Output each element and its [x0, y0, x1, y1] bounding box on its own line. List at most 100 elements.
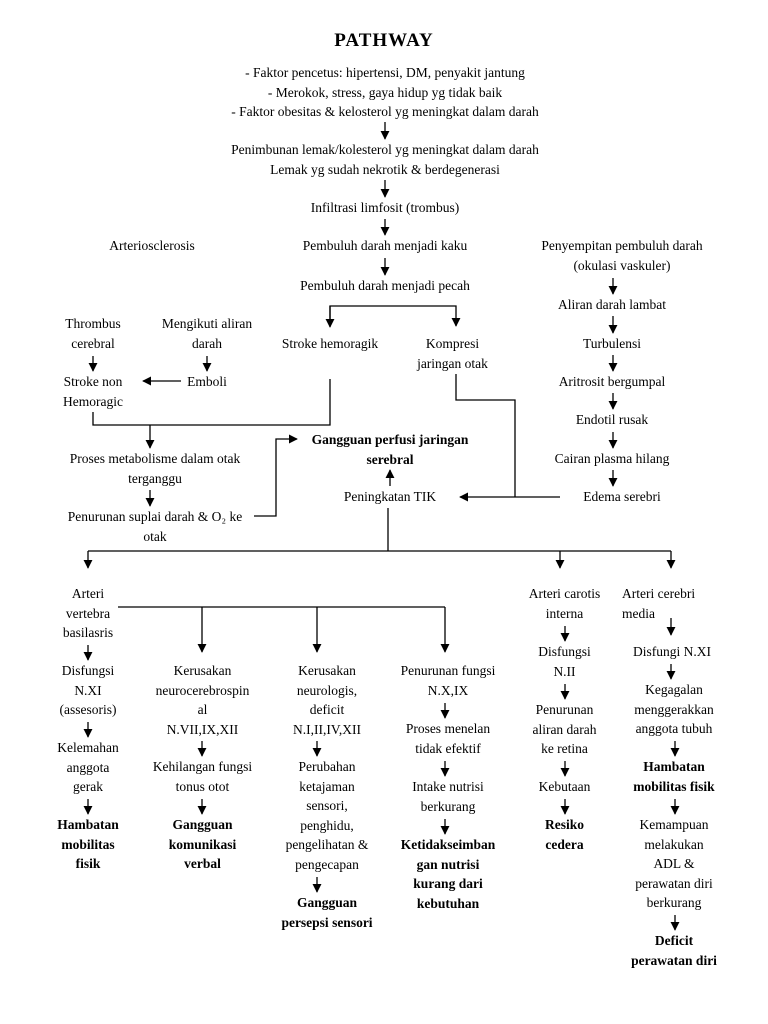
- node-line: Kemampuan: [639, 817, 709, 832]
- node-line: Arteri: [71, 586, 105, 601]
- node-line: Hemoragic: [63, 393, 123, 409]
- node-peningkatan-tik: Peningkatan TIK: [343, 489, 437, 504]
- node-line: Gangguan: [172, 817, 233, 832]
- node-line: ADL &: [653, 856, 695, 871]
- node-edema: Edema serebri: [583, 489, 661, 504]
- node-penurunan-suplai: Penurunan suplai darah & O₂ ke otak: [40, 507, 270, 546]
- node-emboli: Emboli: [187, 374, 227, 389]
- node-arteri-carotis: Arteri carotis interna: [512, 584, 617, 623]
- node-line: Kegagalan: [645, 682, 703, 697]
- node-line: menggerakkan: [634, 701, 714, 717]
- node-disfungsi-nii: Disfungsi N.II: [512, 642, 617, 681]
- node-line: gan nutrisi: [416, 856, 480, 872]
- node-kelemahan: Kelemahan anggota gerak: [38, 738, 138, 797]
- node-line: N.I,II,IV,XII: [293, 721, 361, 737]
- node-line: N.VII,IX,XII: [166, 721, 239, 737]
- node-line: berkurang: [646, 895, 702, 910]
- node-line: Perubahan: [298, 759, 356, 774]
- node-line: cerebral: [71, 335, 115, 351]
- node-line: (okulasi vaskuler): [573, 257, 671, 273]
- factor-line: - Faktor pencetus: hipertensi, DM, penya…: [245, 65, 525, 80]
- node-kemampuan-adl: Kemampuan melakukan ADL & perawatan diri…: [612, 815, 736, 913]
- node-kehilangan-fungsi: Kehilangan fungsi tonus otot: [140, 757, 265, 796]
- node-turbulensi: Turbulensi: [582, 336, 641, 351]
- node-line: penghidu,: [300, 817, 354, 833]
- node-line: tidak efektif: [415, 740, 481, 756]
- node-line: Disfungsi: [538, 644, 591, 659]
- node-line: Ketidakseimban: [400, 837, 496, 852]
- node-line: neurologis,: [296, 682, 358, 698]
- node-line: komunikasi: [168, 836, 237, 852]
- node-arteri-vertebra: Arteri vertebra basilasris: [38, 584, 138, 643]
- node-line: N.XI: [74, 682, 102, 698]
- node-aritrosit: Aritrosit bergumpal: [558, 374, 666, 389]
- node-line: Hambatan: [57, 817, 119, 832]
- node-line: darah: [192, 335, 222, 351]
- node-line: pengelihatan &: [285, 837, 369, 852]
- node-penimbunan: Penimbunan lemak/kolesterol yg meningkat…: [150, 140, 620, 179]
- node-line: Lemak yg sudah nekrotik & berdegenerasi: [270, 161, 500, 177]
- node-line: kebutuhan: [416, 895, 480, 911]
- node-line: berkurang: [420, 798, 476, 814]
- node-line: pengecapan: [295, 856, 359, 872]
- factor-line: - Faktor obesitas & kelosterol yg mening…: [231, 104, 539, 119]
- node-intake-nutrisi: Intake nutrisi berkurang: [388, 777, 508, 816]
- node-kegagalan: Kegagalan menggerakkan anggota tubuh: [612, 680, 736, 739]
- node-line: media: [622, 605, 655, 621]
- node-line: serebral: [366, 451, 414, 467]
- node-line: Deficit: [654, 933, 694, 948]
- node-line: perawatan diri: [635, 875, 713, 891]
- node-line: ketajaman: [299, 778, 355, 794]
- node-line: sensori,: [306, 798, 348, 813]
- node-line: Disfungsi: [61, 663, 115, 678]
- node-line: N.II: [553, 663, 576, 679]
- node-line: Mengikuti aliran: [161, 316, 253, 331]
- node-line: Proses menelan: [405, 721, 491, 736]
- node-line: basilasris: [62, 625, 114, 640]
- node-line: cedera: [545, 836, 584, 852]
- page-title: PATHWAY: [334, 30, 434, 51]
- node-line: verbal: [184, 856, 221, 871]
- node-kerusakan-neurocerebrospinal: Kerusakan neurocerebrospin al N.VII,IX,X…: [140, 661, 265, 739]
- node-line: interna: [545, 605, 584, 621]
- node-stroke-non-hemoragic: Stroke non Hemoragic: [43, 372, 143, 411]
- node-line: melakukan: [644, 836, 704, 852]
- node-line: anggota tubuh: [635, 721, 713, 736]
- node-pembuluh-pecah: Pembuluh darah menjadi pecah: [300, 278, 470, 293]
- node-line: aliran darah: [532, 721, 597, 737]
- node-line: vertebra: [65, 605, 111, 621]
- node-metabolisme: Proses metabolisme dalam otak terganggu: [40, 449, 270, 488]
- node-kerusakan-neurologis: Kerusakan neurologis, deficit N.I,II,IV,…: [268, 661, 386, 739]
- node-perubahan-ketajaman: Perubahan ketajaman sensori, penghidu, p…: [268, 757, 386, 874]
- outcome-resiko-cedera: Resiko cedera: [512, 815, 617, 854]
- node-kebutaan: Kebutaan: [538, 779, 591, 794]
- node-line: ke retina: [541, 741, 588, 756]
- node-line: Hambatan: [643, 759, 705, 774]
- node-line: N.X,IX: [427, 682, 469, 698]
- node-line: persepsi sensori: [281, 914, 373, 930]
- node-line: Gangguan perfusi jaringan: [311, 432, 469, 447]
- node-line: Kehilangan fungsi: [152, 759, 253, 774]
- node-infiltrasi: Infiltrasi limfosit (trombus): [310, 200, 460, 215]
- outcome-ketidakseimbangan-nutrisi: Ketidakseimban gan nutrisi kurang dari k…: [388, 835, 508, 913]
- node-thrombus: Thrombus cerebral: [48, 314, 138, 353]
- node-line: Penurunan suplai darah & O₂ ke: [67, 509, 243, 524]
- node-hambatan-mobilitas-2: Hambatan mobilitas fisik: [612, 757, 736, 796]
- node-penurunan-aliran-retina: Penurunan aliran darah ke retina: [512, 700, 617, 759]
- node-line: Penimbunan lemak/kolesterol yg meningkat…: [231, 142, 539, 157]
- node-cairan-plasma: Cairan plasma hilang: [554, 451, 670, 466]
- node-line: Arteri cerebri: [622, 586, 696, 601]
- node-line: Proses metabolisme dalam otak: [69, 451, 241, 466]
- node-line: kurang dari: [413, 876, 483, 891]
- node-mengikuti-aliran: Mengikuti aliran darah: [142, 314, 272, 353]
- node-line: neurocerebrospin: [155, 682, 250, 698]
- node-line: mobilitas: [61, 836, 115, 852]
- node-arteri-cerebri: Arteri cerebri media: [622, 584, 732, 623]
- node-penurunan-fungsi-nx: Penurunan fungsi N.X,IX: [388, 661, 508, 700]
- factor-line: - Merokok, stress, gaya hidup yg tidak b…: [267, 84, 503, 100]
- node-line: al: [197, 702, 208, 717]
- node-line: fisik: [75, 856, 101, 871]
- node-line: Kerusakan: [298, 663, 356, 678]
- node-penyempitan: Penyempitan pembuluh darah (okulasi vask…: [512, 236, 732, 275]
